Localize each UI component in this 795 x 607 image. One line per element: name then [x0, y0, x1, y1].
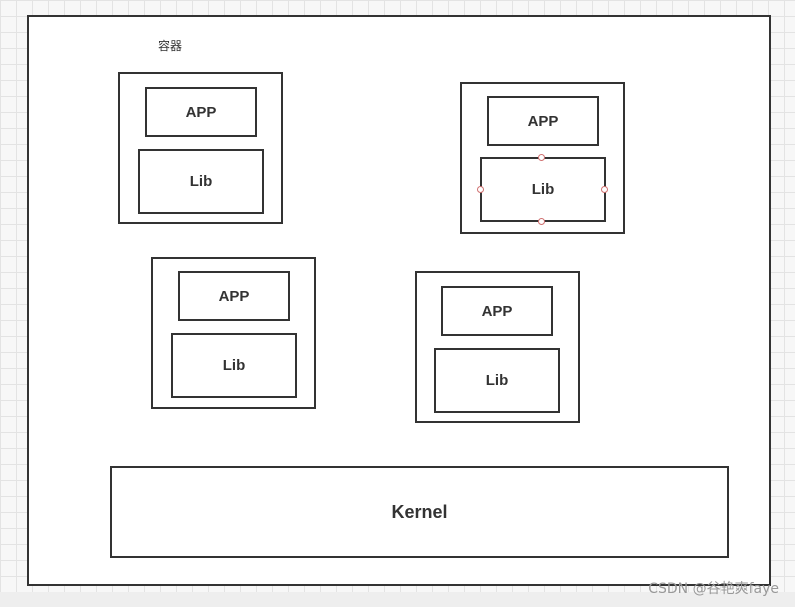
selection-handle-top[interactable] [538, 154, 545, 161]
selection-handle-bottom[interactable] [538, 218, 545, 225]
app-box-4: APP [441, 286, 553, 336]
selection-handle-left[interactable] [477, 186, 484, 193]
selection-handle-right[interactable] [601, 186, 608, 193]
lib-box-2[interactable]: Lib [480, 157, 606, 222]
kernel-box: Kernel [110, 466, 729, 558]
watermark: CSDN @谷艳爽faye [648, 581, 779, 597]
lib-box-4: Lib [434, 348, 560, 413]
app-box-3: APP [178, 271, 290, 321]
lib-box-3: Lib [171, 333, 297, 398]
bottom-strip [0, 592, 795, 607]
container-title: 容器 [158, 39, 183, 53]
app-box-2: APP [487, 96, 599, 146]
lib-box-1: Lib [138, 149, 264, 214]
app-box-1: APP [145, 87, 257, 137]
